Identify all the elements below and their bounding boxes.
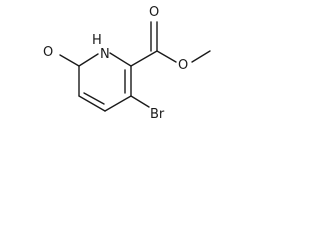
bond-ccarbonyl-ester-o [156,50,177,63]
molecule-diagram: H N O O O Br [0,0,220,138]
bond-n-c2 [109,52,132,67]
atom-label-ester-o: O [178,58,188,73]
atom-label-h: H [92,33,102,48]
bond-c3-c4 [104,95,132,112]
bond-c4-c5 [78,95,106,112]
atom-label-n: N [100,47,110,62]
bond-c3-br [130,95,150,108]
atom-label-keto-o: O [43,45,53,60]
bond-c6-keto-o [59,54,80,67]
bond-ester-o-methyl [191,50,211,63]
atom-label-br: Br [150,107,165,122]
bond-c2-ccarbonyl [130,50,158,67]
structure-svg: H N O O O Br [43,5,211,122]
atom-label-carbonyl-o: O [149,5,159,20]
bond-c4-c5-inner [83,92,105,105]
bond-c6-n [78,53,99,67]
